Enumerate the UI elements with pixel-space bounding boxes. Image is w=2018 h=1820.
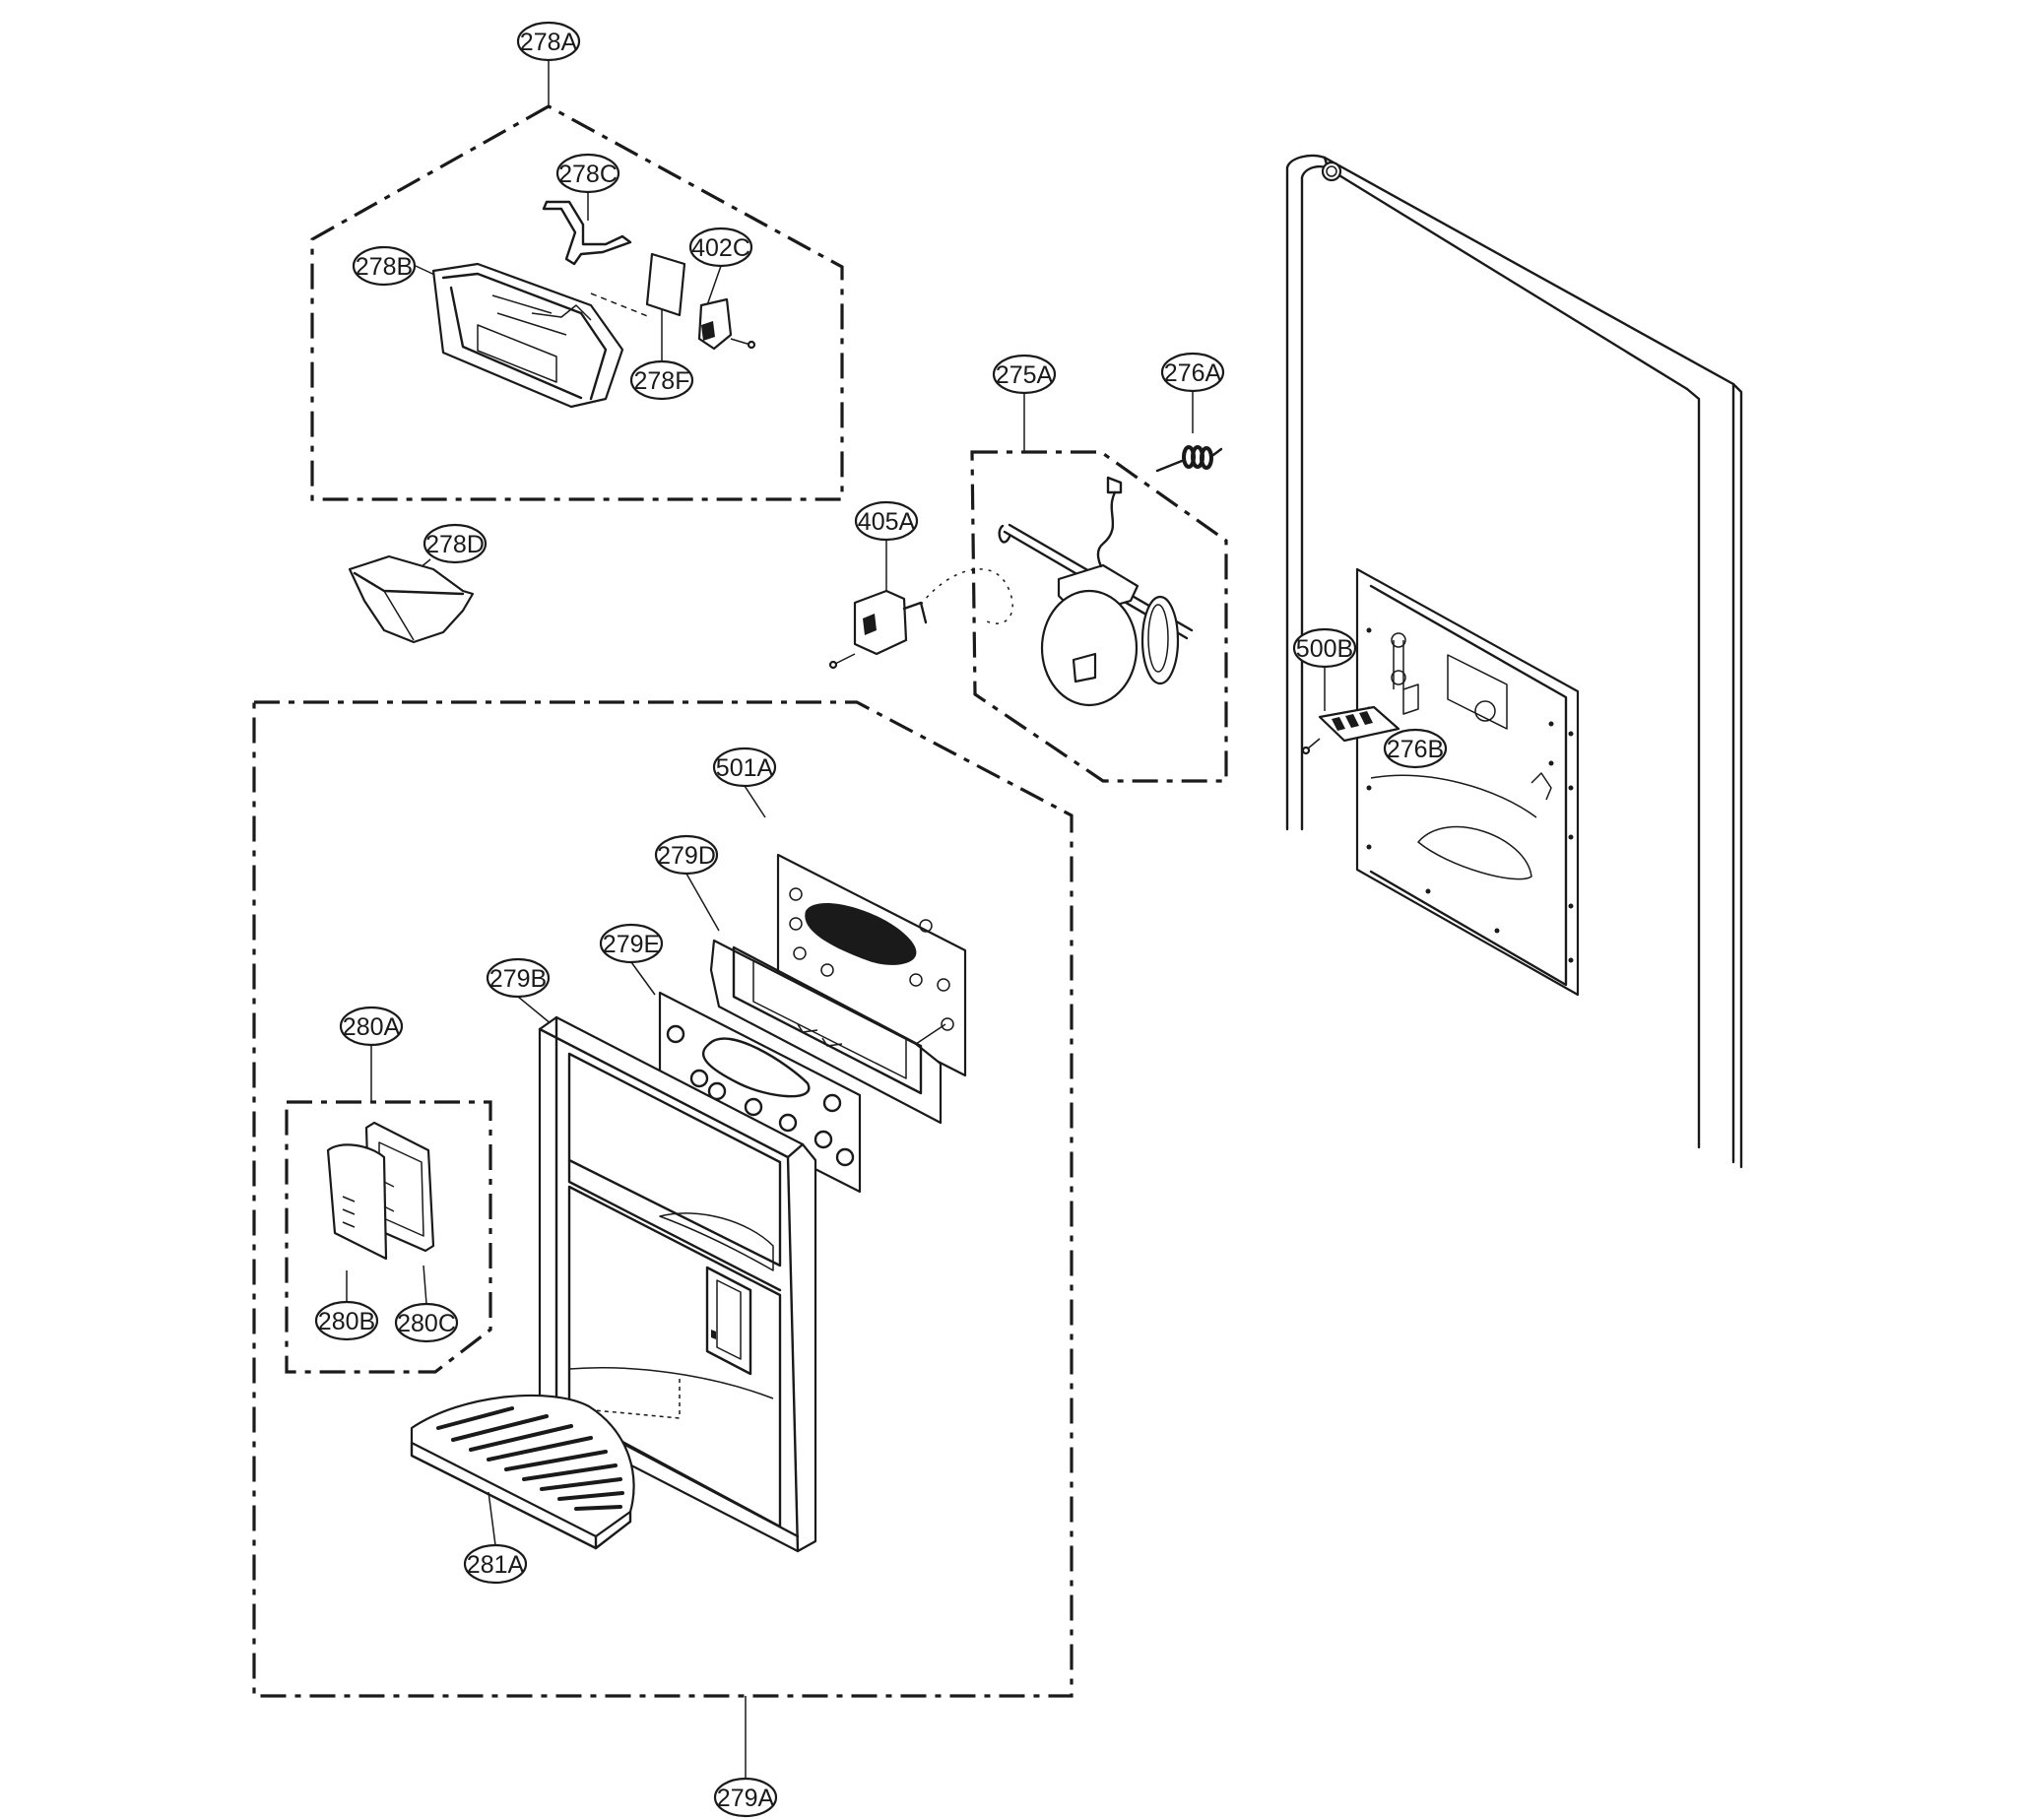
part-275A-actuator: [998, 476, 1194, 707]
label-text: 275A: [996, 361, 1054, 389]
boundary-275A: [970, 450, 1228, 783]
label-text: 279B: [489, 965, 547, 993]
callout-500B[interactable]: 500B: [1292, 627, 1357, 669]
label-text: 276A: [1164, 359, 1222, 387]
callout-278D[interactable]: 278D: [423, 523, 488, 564]
label-text: 278C: [558, 161, 618, 188]
part-279E-gasket: [658, 991, 862, 1194]
callout-281A[interactable]: 281A: [463, 1543, 528, 1585]
board-holes: [789, 887, 954, 1031]
label-text: 279A: [717, 1785, 775, 1812]
gasket-holes: [666, 1024, 855, 1167]
tray-slats: [436, 1406, 624, 1511]
label-text: 281A: [467, 1551, 525, 1579]
callout-280A[interactable]: 280A: [339, 1006, 404, 1047]
callout-280C[interactable]: 280C: [394, 1302, 459, 1343]
leader-281A: [488, 1491, 496, 1546]
label-text: 279D: [657, 842, 716, 870]
callout-278C[interactable]: 278C: [555, 153, 620, 194]
label-text: 280C: [397, 1310, 456, 1337]
label-text: 280B: [318, 1308, 375, 1335]
label-text: 278A: [520, 29, 578, 56]
part-405A-solenoid: [828, 568, 1013, 670]
part-278B-housing: [431, 262, 624, 409]
part-276A-spring: [1155, 445, 1223, 473]
callout-labels: 278A 278B 278C 278D 278F 402C 405A 275A: [314, 21, 1448, 1818]
part-501A-board: [776, 853, 967, 1077]
part-278D-chute: [348, 554, 475, 644]
group-boundaries: [252, 104, 1228, 1698]
part-278C-bracket: [542, 200, 632, 266]
callout-275A[interactable]: 275A: [992, 354, 1057, 395]
part-279D-frame: [709, 939, 946, 1125]
callout-405A[interactable]: 405A: [854, 500, 919, 542]
callout-278B[interactable]: 278B: [352, 245, 417, 287]
callout-279D[interactable]: 279D: [654, 834, 719, 876]
label-text: 276B: [1387, 736, 1444, 763]
label-text: 278D: [425, 531, 485, 558]
callout-276A[interactable]: 276A: [1160, 352, 1225, 393]
callout-278F[interactable]: 278F: [629, 359, 694, 401]
leader-280C: [423, 1265, 427, 1305]
leader-279D: [685, 873, 720, 932]
door-panel: [1285, 154, 1743, 1169]
leader-501A: [744, 785, 766, 818]
label-text: 501A: [716, 754, 774, 782]
label-text: 278B: [356, 253, 413, 281]
callout-402C[interactable]: 402C: [688, 227, 753, 268]
leader-279E: [630, 961, 656, 996]
label-text: 405A: [858, 508, 916, 536]
label-text: 279E: [603, 931, 660, 958]
leader-402C: [706, 265, 722, 306]
boundary-279A: [252, 700, 1074, 1698]
label-text: 278F: [634, 367, 690, 395]
part-279B-bezel: [538, 1015, 817, 1553]
part-281A-tray: [410, 1394, 635, 1550]
callout-279A[interactable]: 279A: [713, 1777, 778, 1818]
callout-279B[interactable]: 279B: [486, 957, 551, 999]
boundary-280A: [285, 1100, 492, 1374]
part-402C-switch: [590, 292, 756, 351]
leader-279B: [517, 996, 553, 1025]
part-280A-flap: [326, 1121, 435, 1261]
callout-276B[interactable]: 276B: [1383, 728, 1448, 769]
boundary-278A: [310, 104, 844, 501]
label-text: 500B: [1296, 635, 1353, 663]
part-500B-board: [1301, 683, 1419, 755]
label-text: 280A: [343, 1013, 401, 1041]
callout-501A[interactable]: 501A: [712, 747, 777, 788]
callout-279E[interactable]: 279E: [599, 923, 664, 964]
callout-280B[interactable]: 280B: [314, 1300, 379, 1341]
label-text: 402C: [691, 234, 750, 262]
part-278F-plate: [645, 252, 686, 317]
callout-278A[interactable]: 278A: [516, 21, 581, 62]
